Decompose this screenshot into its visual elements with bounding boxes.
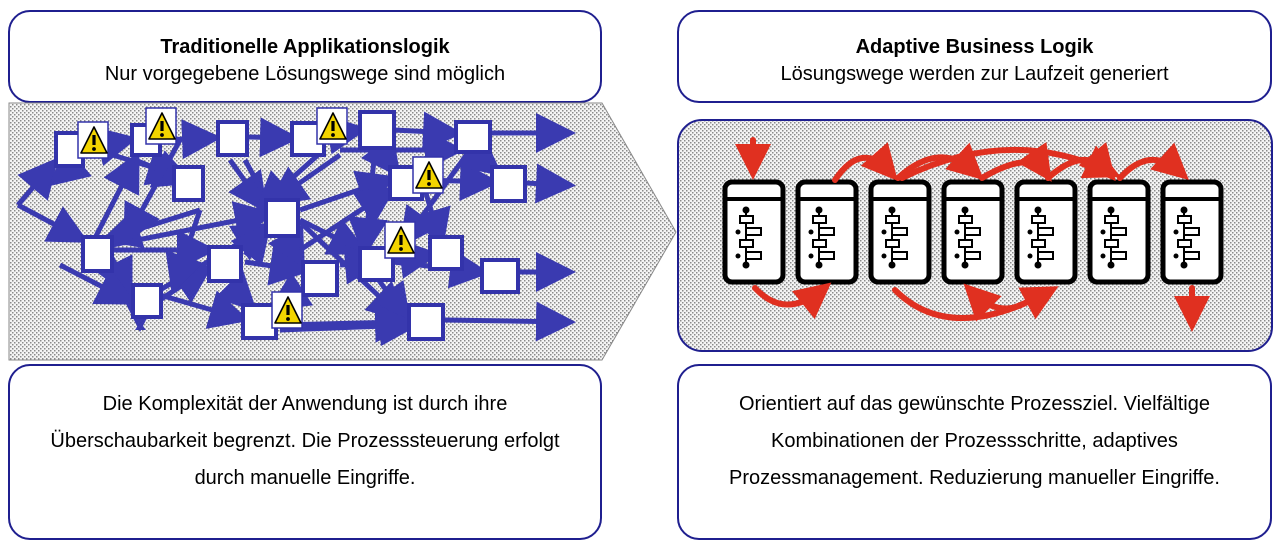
process-node — [454, 120, 492, 154]
process-node — [216, 120, 249, 157]
process-node — [301, 260, 339, 297]
left-title: Traditionelle Applikationslogik — [160, 36, 450, 58]
process-node — [131, 283, 163, 319]
left-subtitle: Nur vorgegebene Lösungswege sind möglich — [104, 63, 506, 85]
warning-icon — [316, 107, 348, 145]
right-subtitle: Lösungswege werden zur Laufzeit generier… — [780, 63, 1169, 85]
warning-icon — [384, 221, 416, 259]
process-module-icon — [725, 182, 783, 282]
left-description-box: Die Komplexität der Anwendung ist durch … — [8, 364, 602, 540]
right-description-box: Orientiert auf das gewünschte Prozesszie… — [677, 364, 1272, 540]
left-description: Die Komplexität der Anwendung ist durch … — [50, 393, 560, 489]
right-title-box: Adaptive Business Logik Lösungswege werd… — [677, 10, 1272, 103]
warning-icon — [412, 156, 444, 194]
process-module-icon — [1017, 182, 1075, 282]
network-start-marker — [135, 322, 146, 330]
left-title-box: Traditionelle Applikationslogik Nur vorg… — [8, 10, 602, 103]
warning-icon — [271, 291, 303, 329]
process-node — [358, 110, 396, 150]
right-title: Adaptive Business Logik — [855, 36, 1094, 58]
process-node — [241, 303, 278, 340]
process-node — [480, 258, 520, 294]
process-module-icon — [1163, 182, 1221, 282]
process-module-icon — [1090, 182, 1148, 282]
process-node — [81, 235, 114, 273]
process-module-icon — [798, 182, 856, 282]
process-node — [207, 245, 243, 283]
right-description: Orientiert auf das gewünschte Prozesszie… — [728, 393, 1220, 489]
warning-icon — [145, 107, 177, 145]
process-node — [407, 303, 445, 341]
left-network-edges — [16, 111, 576, 347]
process-node — [264, 198, 300, 238]
warning-icon — [77, 121, 109, 159]
process-modules — [725, 182, 1221, 282]
process-node — [428, 235, 464, 271]
process-module-icon — [871, 182, 929, 282]
process-node — [490, 165, 527, 203]
adaptive-flow-arrows — [735, 137, 1210, 332]
process-node — [172, 165, 205, 202]
process-module-icon — [944, 182, 1002, 282]
